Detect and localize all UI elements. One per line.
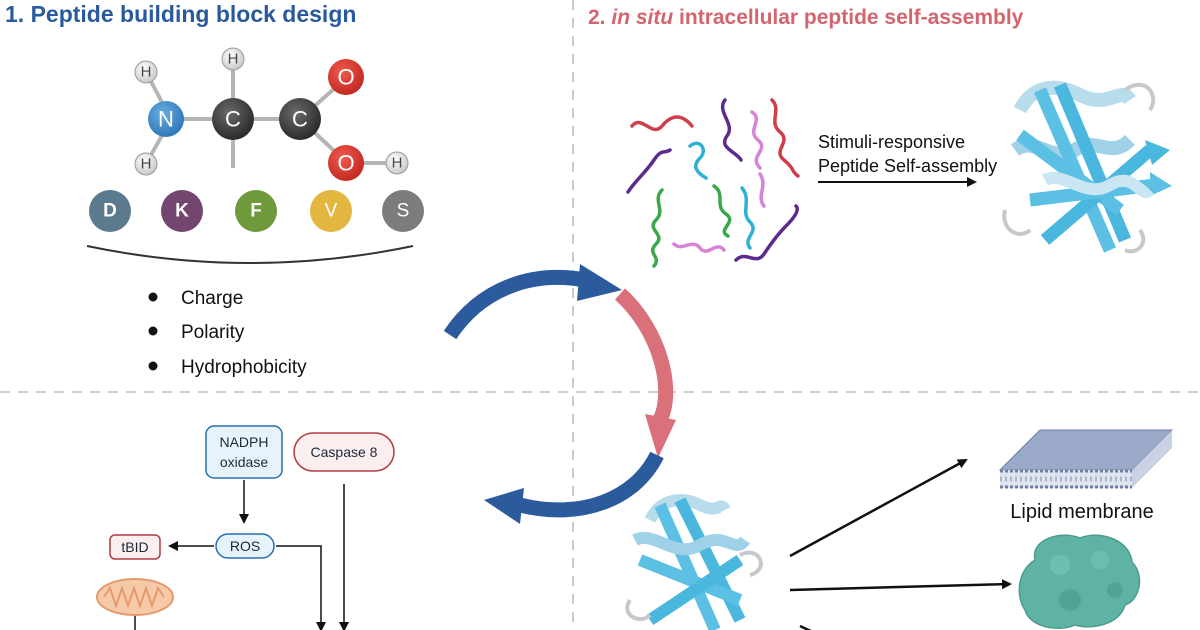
arrow-to-membrane (789, 458, 968, 558)
amino-acid-letter-d: D (103, 201, 117, 222)
amino-acid-row: D K F V S (89, 190, 424, 232)
lipid-membrane-label: Lipid membrane (1010, 501, 1153, 523)
tbid-label: tBID (121, 539, 148, 555)
amino-acid-circle-s (382, 190, 424, 232)
section2-title-rest: intracellular peptide self-assembly (673, 6, 1023, 29)
section2-title-number: 2. (588, 6, 611, 29)
carbon-label: C (225, 107, 241, 132)
section1-title: 1. Peptide building block design (5, 1, 356, 27)
arrow-to-protein (789, 579, 1012, 592)
hydrogen-label: H (141, 64, 152, 81)
nadph-line2: oxidase (220, 454, 268, 470)
tbid-box (109, 534, 161, 560)
section2-title: 2. in situ intracellular peptide self-as… (588, 6, 1024, 29)
nadph-oxidase-box (205, 425, 283, 479)
property-charge: Charge (181, 288, 243, 309)
amino-acid-letter-s: S (397, 201, 410, 222)
cycle-arrowhead-blue-top (577, 264, 622, 301)
assembled-protein-structure (1002, 80, 1172, 254)
amino-acid-letter-v: V (325, 201, 338, 222)
amino-acid-letter-f: F (250, 201, 262, 222)
amino-acid-backbone-molecule: H H H H N C C O O (134, 47, 409, 181)
nitrogen-atom (148, 101, 184, 137)
ros-label: ROS (230, 538, 260, 554)
property-list: Charge Polarity Hydrophobicity (148, 288, 307, 378)
lipid-membrane-icon (998, 429, 1174, 489)
bullet (148, 292, 158, 302)
bullet (148, 326, 158, 336)
stimuli-label-line2: Peptide Self-assembly (818, 156, 997, 176)
caspase8-label: Caspase 8 (311, 444, 378, 460)
amino-acid-letter-k: K (175, 201, 189, 222)
amino-acid-circle-f (235, 190, 277, 232)
cycle-arrowhead-red (645, 414, 676, 458)
cycle-arrow-blue-bottom (518, 451, 664, 518)
ros-box (215, 533, 275, 559)
stimuli-label-line1: Stimuli-responsive (818, 132, 965, 152)
caspase8-box (293, 432, 395, 472)
oxygen-atom (328, 145, 364, 181)
hydrogen-atom (221, 47, 245, 71)
mitochondrion-icon (96, 578, 174, 616)
hydrogen-atom (134, 152, 158, 176)
amino-acid-circle-d (89, 190, 131, 232)
bullet (148, 361, 158, 371)
cycle-arrow-blue-top (443, 269, 587, 340)
amino-acid-circle-k (161, 190, 203, 232)
peptide-strands (626, 98, 800, 268)
carbon-label: C (292, 107, 308, 132)
assembled-structure-small (625, 494, 763, 630)
property-polarity: Polarity (181, 322, 245, 343)
nitrogen-label: N (158, 107, 174, 132)
carbon-atom (212, 98, 254, 140)
hydrogen-label: H (392, 155, 403, 172)
protein-blob-icon (1018, 534, 1141, 629)
property-hydrophobicity: Hydrophobicity (181, 357, 307, 378)
pathway-diagram: NADPH oxidase Caspase 8 ROS tBID (96, 425, 395, 630)
amino-acid-circle-v (310, 190, 352, 232)
grouping-curve (86, 245, 414, 264)
section2-title-italic: in situ (611, 6, 673, 29)
hydrogen-label: H (141, 156, 152, 173)
oxygen-label: O (337, 151, 354, 176)
hydrogen-atom (134, 60, 158, 84)
carbon-atom (279, 98, 321, 140)
hydrogen-atom (385, 151, 409, 175)
oxygen-label: O (337, 65, 354, 90)
oxygen-atom (328, 59, 364, 95)
arrow-lower (799, 624, 812, 630)
nadph-line1: NADPH (219, 434, 268, 450)
cycle-arrow-red (614, 288, 674, 424)
cycle-arrowhead-blue-bottom (484, 488, 524, 524)
cycle-arrows (443, 264, 676, 524)
hydrogen-label: H (228, 51, 239, 68)
